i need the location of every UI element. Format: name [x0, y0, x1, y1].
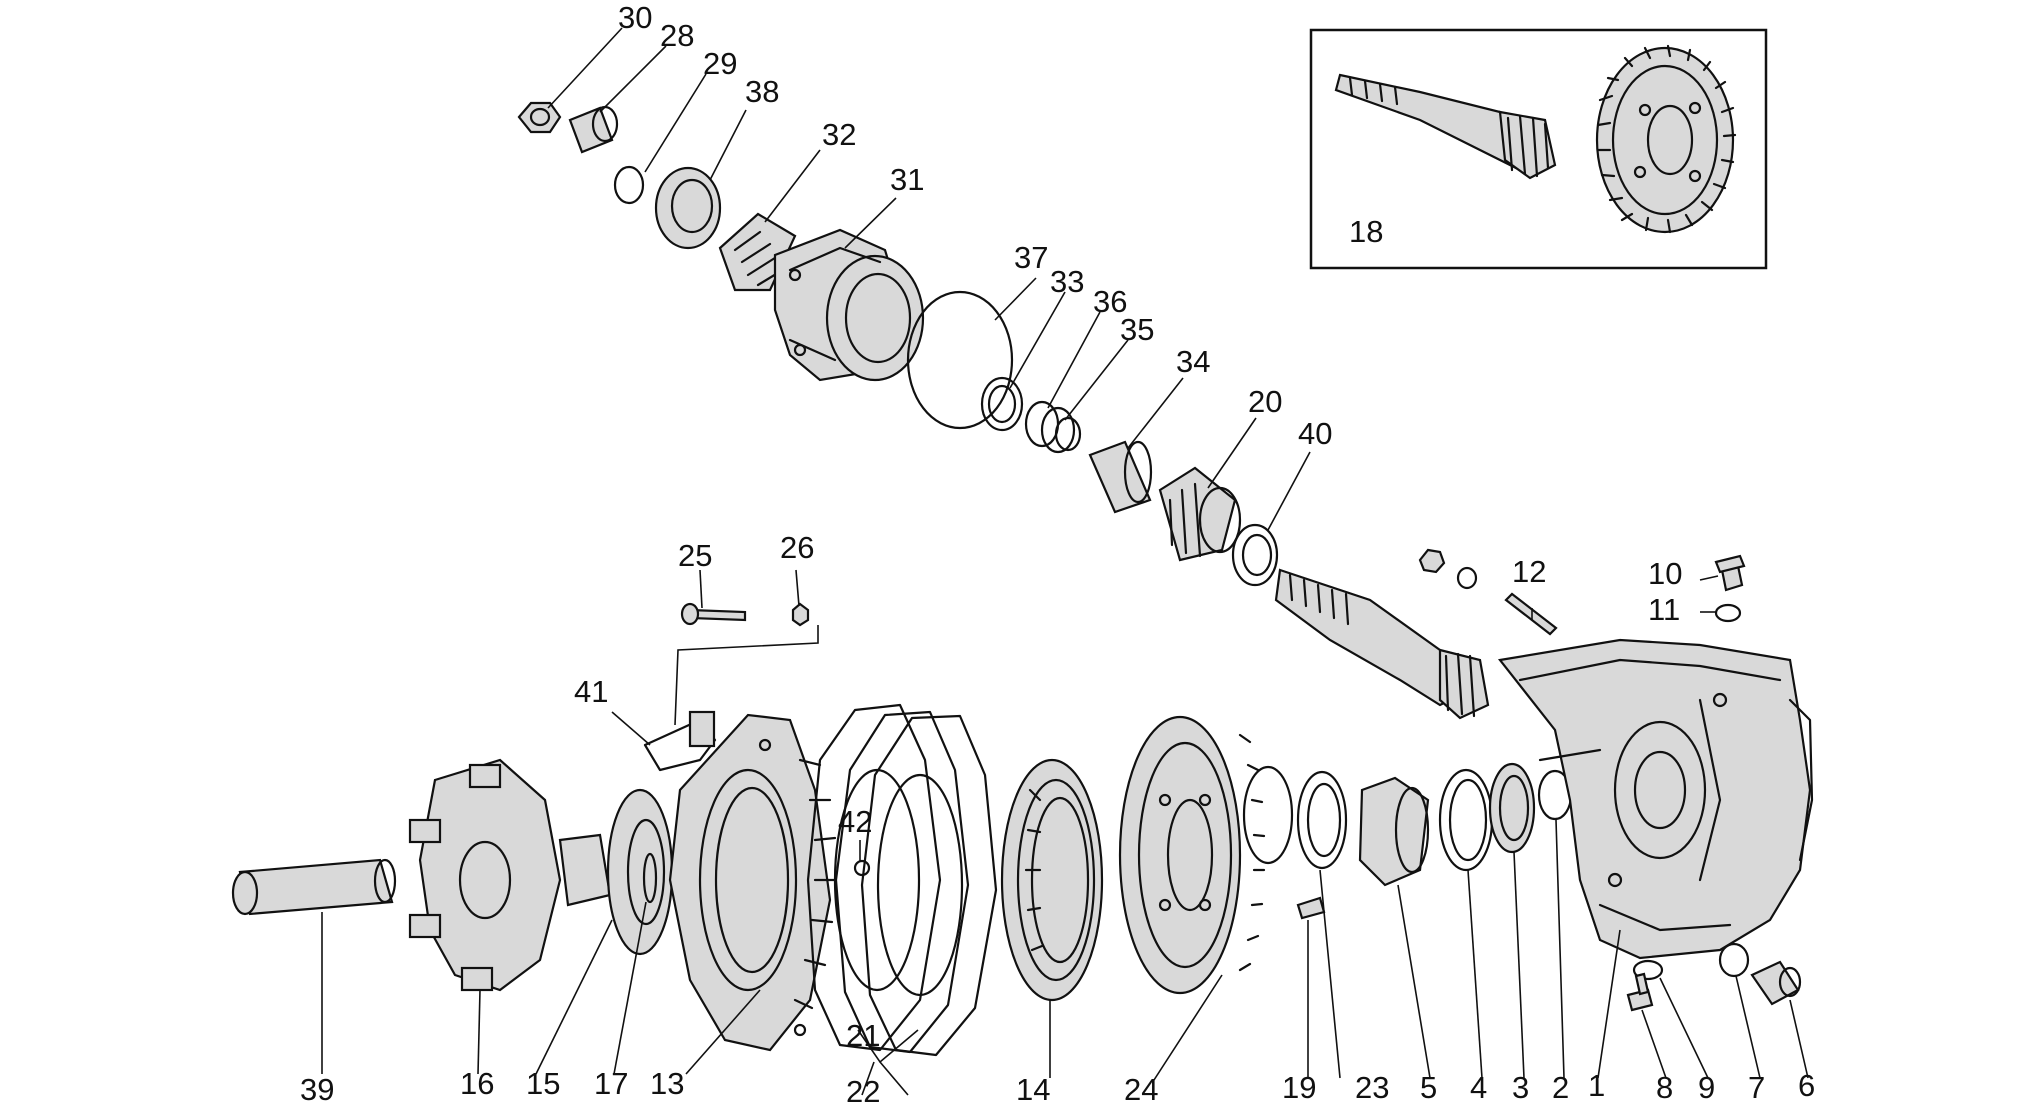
part-23-ring [1242, 765, 1348, 870]
label-2: 2 [1552, 1070, 1569, 1105]
part-42-pin [853, 859, 871, 877]
small-washer [1456, 566, 1478, 590]
label-4: 4 [1470, 1070, 1487, 1105]
part-21-22-gaskets [806, 703, 998, 1057]
part-29-ring [613, 165, 645, 205]
part-4-ring [1438, 768, 1494, 872]
inset-gear-set: 18 [1309, 28, 1768, 270]
label-11: 11 [1648, 592, 1680, 627]
label-21: 21 [846, 1018, 880, 1053]
part-38-seal [654, 166, 722, 250]
part-9-washer [1632, 959, 1664, 981]
part-30-nut [517, 101, 562, 134]
label-16: 16 [460, 1066, 494, 1101]
label-17: 17 [594, 1066, 628, 1101]
lower-assembly [231, 602, 1814, 1057]
part-5-bearing [1358, 776, 1430, 887]
part-10-bolt [1714, 554, 1746, 592]
label-13: 13 [650, 1066, 684, 1101]
label-6: 6 [1798, 1068, 1815, 1103]
part-11-washer [1714, 603, 1742, 623]
part-17-ring [642, 852, 658, 904]
part-16-flange [408, 758, 612, 992]
part-3-cup [1488, 762, 1536, 854]
part-20-bearing [1158, 466, 1242, 562]
leader-lines [321, 27, 1809, 1096]
inset-pinion-shaft [1334, 73, 1557, 180]
part-34-spacer [1088, 440, 1153, 514]
label-35: 35 [1120, 312, 1154, 347]
label-29: 29 [703, 46, 737, 81]
label-28: 28 [660, 18, 694, 53]
label-19: 19 [1282, 1070, 1316, 1105]
label-30: 30 [618, 0, 652, 35]
part-1-housing [1497, 638, 1814, 960]
label-10: 10 [1648, 556, 1682, 591]
inset-label: 18 [1349, 214, 1383, 249]
part-40-ring [1231, 523, 1279, 587]
part-37-oring [906, 290, 1014, 430]
pinion-shaft [1274, 568, 1490, 720]
label-32: 32 [822, 117, 856, 152]
part-31-housing [773, 228, 925, 382]
part-25-pin [680, 602, 747, 626]
label-1: 1 [1588, 1068, 1605, 1103]
label-38: 38 [745, 74, 779, 109]
label-22: 22 [846, 1074, 880, 1106]
part-7-ring [1718, 942, 1750, 978]
label-8: 8 [1656, 1070, 1673, 1105]
label-15: 15 [526, 1066, 560, 1101]
small-nut [1418, 548, 1446, 574]
part-41-plate [643, 710, 717, 772]
label-42: 42 [838, 804, 872, 839]
label-12: 12 [1512, 554, 1546, 589]
label-33: 33 [1050, 264, 1084, 299]
label-5: 5 [1420, 1070, 1437, 1105]
part-14-bearing [1000, 758, 1104, 1002]
inset-crown-gear [1595, 44, 1737, 234]
part-15-seal [606, 788, 674, 956]
label-39: 39 [300, 1072, 334, 1106]
pin-bracket-line [674, 625, 819, 726]
label-23: 23 [1355, 1070, 1389, 1105]
label-37: 37 [1014, 240, 1048, 275]
callout-labels: 30 28 29 38 32 31 37 33 36 35 34 20 40 2… [300, 0, 1815, 1106]
label-14: 14 [1016, 1072, 1050, 1106]
label-7: 7 [1748, 1070, 1765, 1105]
label-25: 25 [678, 538, 712, 573]
part-12-stud [1504, 592, 1558, 636]
part-13-cover [668, 713, 837, 1052]
label-31: 31 [890, 162, 924, 197]
part-28-sleeve [568, 105, 619, 154]
label-3: 3 [1512, 1070, 1529, 1105]
part-24-crown-gear [1118, 715, 1266, 995]
label-40: 40 [1298, 416, 1332, 451]
part-6-plug [1750, 960, 1802, 1006]
part-26-nut [791, 602, 810, 627]
part-33-ring [980, 376, 1024, 432]
part-8-bolt [1626, 972, 1654, 1012]
label-9: 9 [1698, 1070, 1715, 1105]
label-36: 36 [1093, 284, 1127, 319]
label-41: 41 [574, 674, 608, 709]
label-24: 24 [1124, 1072, 1158, 1106]
label-34: 34 [1176, 344, 1210, 379]
upper-assembly [517, 101, 1746, 720]
label-20: 20 [1248, 384, 1282, 419]
part-36-35-shims [1024, 400, 1082, 454]
label-26: 26 [780, 530, 814, 565]
part-19-bolt [1296, 896, 1326, 920]
part-39-shaft [231, 858, 397, 916]
